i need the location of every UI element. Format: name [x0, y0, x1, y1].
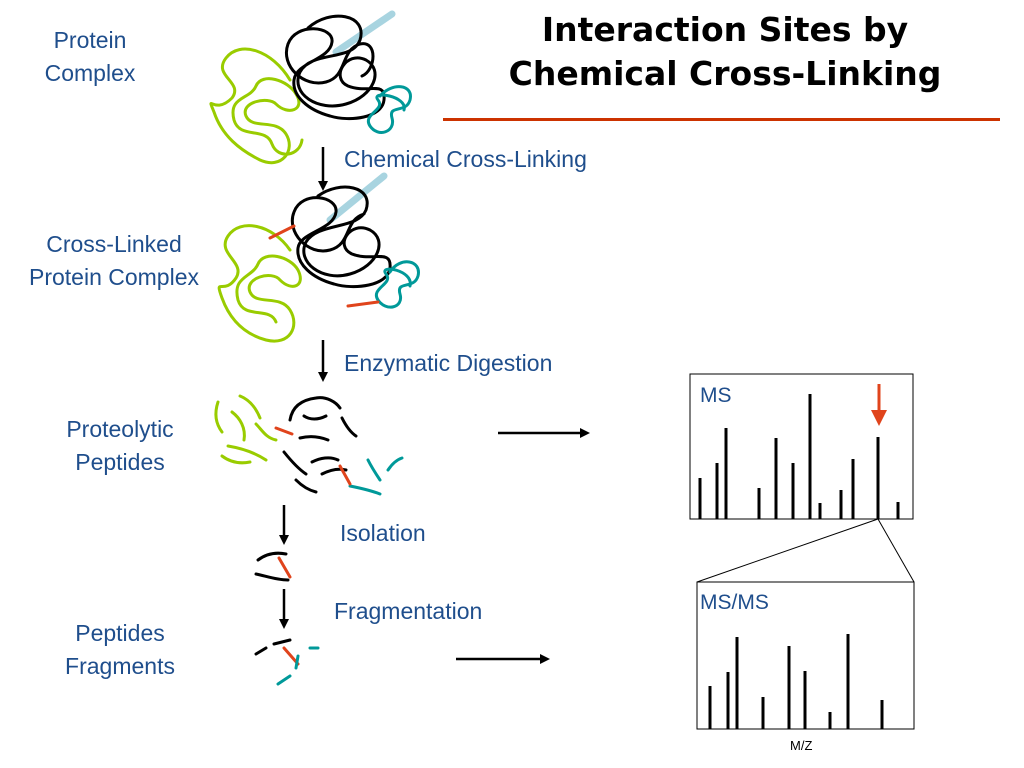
crosslinker-1 [268, 224, 296, 240]
step-isolation: Isolation [340, 520, 426, 546]
selected-peak-arrow [871, 384, 887, 426]
mz-axis-label: M/Z [790, 738, 813, 753]
label-proteolytic-peptides: Proteolytic Peptides [66, 416, 174, 475]
teal-peptides [348, 456, 404, 496]
msms-label: MS/MS [700, 591, 769, 614]
black-subunit-2 [290, 185, 392, 289]
zoom-line-left [696, 518, 879, 583]
teal-subunit-2 [374, 260, 420, 309]
title-underline [443, 118, 1000, 121]
crosslink-peptide-2 [338, 464, 352, 486]
title-line-1: Interaction Sites by [541, 10, 909, 49]
zoom-line-right [877, 518, 915, 583]
title-line-2: Chemical Cross-Linking [508, 54, 942, 93]
green-peptides [214, 394, 278, 465]
lightblue-subunit-2 [326, 172, 388, 224]
ms-frame [689, 373, 914, 520]
step-fragmentation: Fragmentation [334, 598, 483, 624]
crosslinker-2 [346, 300, 380, 308]
black-subunit [284, 14, 386, 121]
lightblue-subunit [332, 10, 396, 56]
peptide-fragments-illustration [254, 638, 320, 686]
green-subunit-2 [217, 224, 302, 343]
crosslink-peptide-1 [274, 426, 294, 436]
teal-subunit [366, 85, 412, 134]
ms-peaks [698, 394, 900, 519]
ms-spectrum [689, 373, 914, 520]
proteolytic-peptides-illustration [214, 394, 404, 496]
black-peptides [282, 396, 358, 494]
isolated-peptide-illustration [254, 551, 292, 582]
slide-title: Interaction Sites by Chemical Cross-Link… [440, 8, 1010, 96]
msms-spectrum [696, 581, 915, 730]
msms-peaks [708, 634, 884, 729]
green-subunit [209, 47, 304, 165]
crosslinked-complex-illustration [217, 172, 420, 343]
label-protein-complex: Protein Complex [44, 27, 136, 86]
label-crosslinked-complex: Cross-Linked Protein Complex [28, 231, 200, 290]
ms-label: MS [700, 384, 732, 407]
step-digestion: Enzymatic Digestion [344, 350, 553, 376]
step-crosslinking: Chemical Cross-Linking [344, 146, 587, 172]
protein-complex-illustration [209, 10, 412, 165]
label-peptide-fragments: Peptides Fragments [65, 620, 175, 679]
